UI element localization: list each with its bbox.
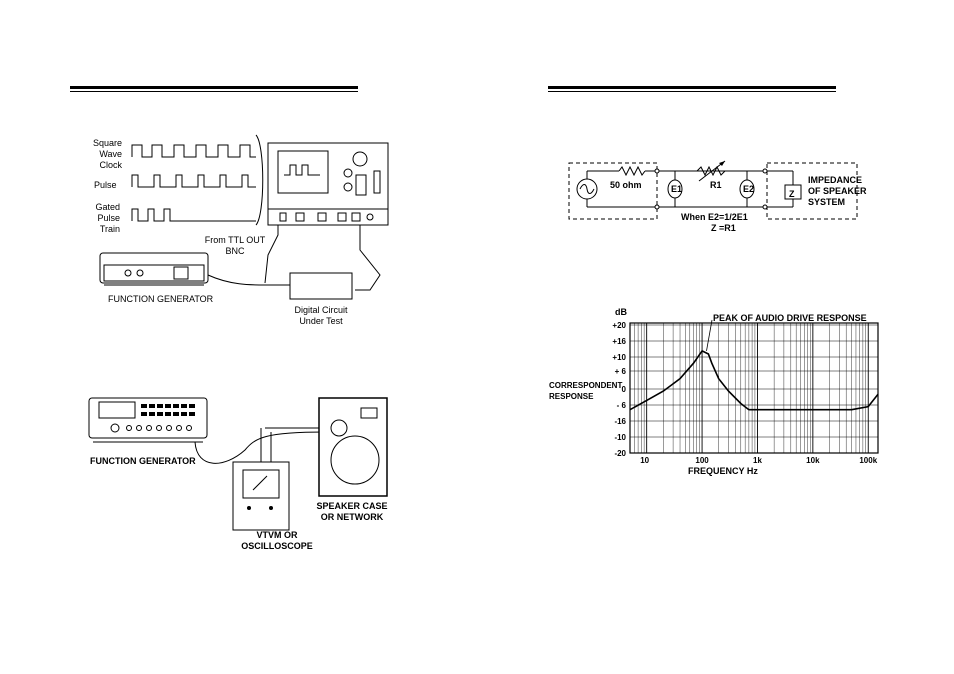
right-header-rule-thin <box>548 91 836 92</box>
left-header-rule-thin <box>70 91 358 92</box>
impedance-label: IMPEDANCE OF SPEAKER SYSTEM <box>808 175 867 207</box>
square-wave-label: Square Wave Clock <box>92 138 122 170</box>
source-impedance-label: 50 ohm <box>610 180 642 190</box>
y-tick-label: +10 <box>612 353 626 362</box>
y-tick-label: +16 <box>612 337 626 346</box>
e2-label: E2 <box>743 184 755 194</box>
chart-ylabel-side: CORRESPONDENT RESPONSE <box>549 381 623 401</box>
annotation-leader <box>706 319 713 351</box>
ttl-out-label: From TTL OUT BNC <box>204 235 266 256</box>
chart-xlabel: FREQUENCY Hz <box>688 466 758 476</box>
function-generator-label: FUNCTION GENERATOR <box>108 294 214 304</box>
gated-pulse-wave <box>131 208 256 222</box>
y-tick-label: + 6 <box>615 367 627 376</box>
y-tick-label: -20 <box>614 449 626 458</box>
chart-ylabel-top: dB <box>615 307 627 317</box>
response-curve <box>629 349 879 411</box>
pulse-wave <box>131 174 256 188</box>
y-tick-label: +20 <box>612 321 626 330</box>
x-tick-label: 100 <box>695 456 709 465</box>
x-tick-label: 10k <box>806 456 820 465</box>
y-tick-label: - 6 <box>617 401 627 410</box>
gated-pulse-label: Gated Pulse Train <box>95 202 120 234</box>
dut-label: Digital Circuit Under Test <box>294 305 348 326</box>
left-header-rule <box>70 86 358 89</box>
chart-annotation: PEAK OF AUDIO DRIVE RESPONSE <box>713 313 867 323</box>
square-wave <box>131 144 256 158</box>
pulse-label: Pulse <box>94 180 117 190</box>
vtvm-label: VTVM OR OSCILLOSCOPE <box>241 530 313 551</box>
response-chart: +20 +16 +10 + 6 0 - 6 -16 -10 -20 10 100 1k 10k 100k <box>612 319 879 465</box>
y-tick-label: 0 <box>622 385 627 394</box>
condition-1: When E2=1/2E1 <box>681 212 748 222</box>
x-tick-label: 1k <box>753 456 762 465</box>
digital-circuit-under-test <box>289 272 353 300</box>
r1-label: R1 <box>710 180 722 190</box>
right-header-rule <box>548 86 836 89</box>
function-generator-label-2: FUNCTION GENERATOR <box>90 456 196 466</box>
condition-2: Z =R1 <box>711 223 736 233</box>
impedance-circuit <box>568 160 858 220</box>
speaker-test-diagram <box>88 397 388 531</box>
speaker-label: SPEAKER CASE OR NETWORK <box>316 501 388 522</box>
ttl-test-diagram <box>99 134 389 300</box>
x-tick-label: 100k <box>859 456 877 465</box>
y-tick-label: -16 <box>614 417 626 426</box>
y-tick-label: -10 <box>614 433 626 442</box>
z-label: Z <box>789 189 795 199</box>
e1-label: E1 <box>671 184 683 194</box>
x-tick-label: 10 <box>640 456 649 465</box>
